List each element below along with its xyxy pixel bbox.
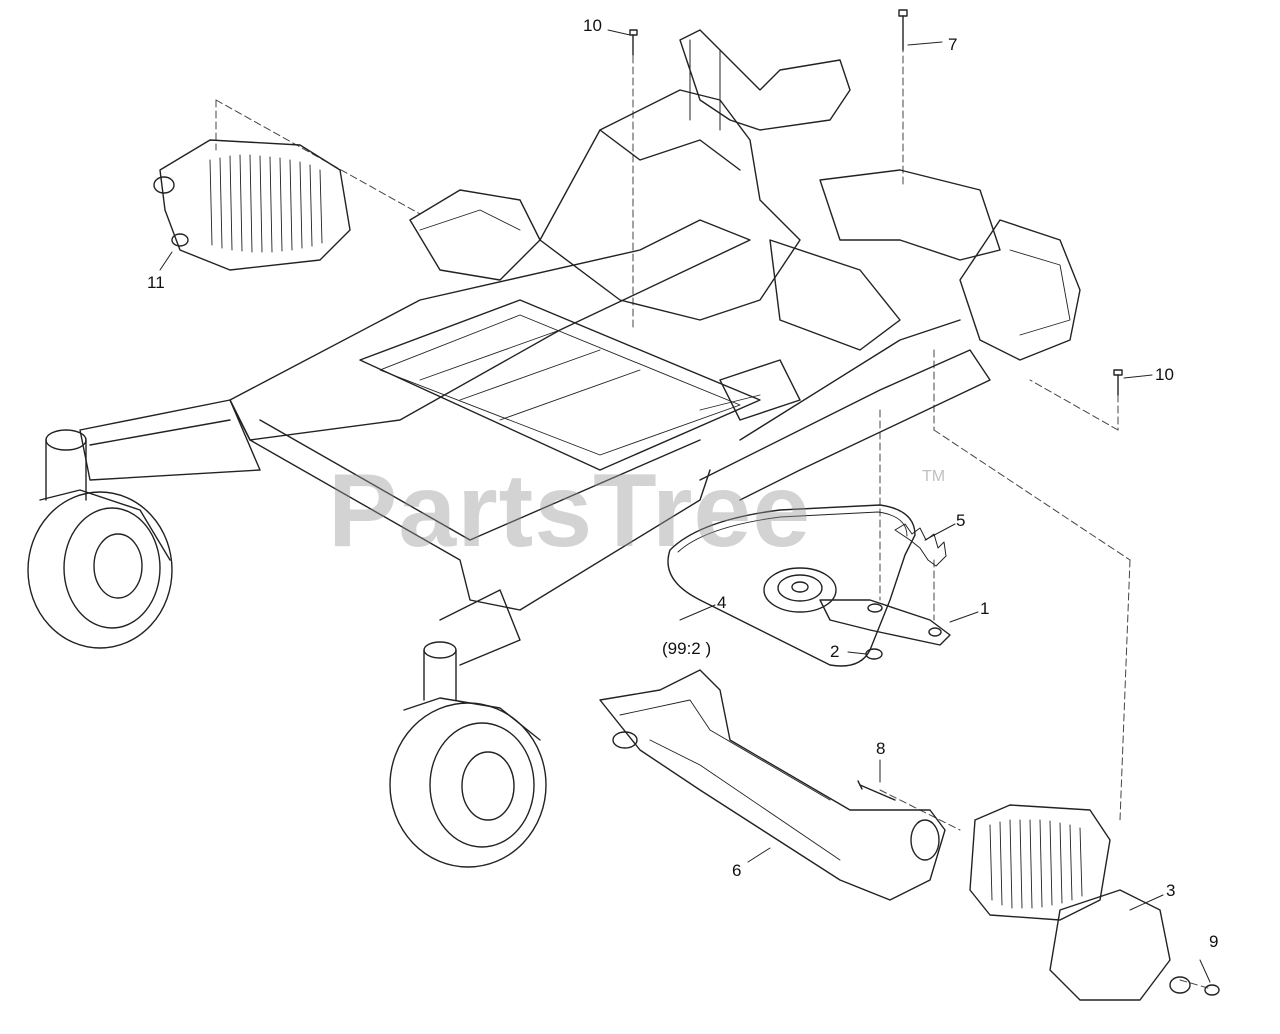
front-right-caster-wheel — [389, 697, 547, 868]
callout-10-top: 10 — [583, 16, 602, 35]
callout-10-right: 10 — [1155, 365, 1174, 384]
hydro-transmission-right — [969, 804, 1191, 1001]
hydro-transmission-left — [153, 139, 351, 271]
callout-2: 2 — [830, 642, 840, 661]
callout-11: 11 — [147, 273, 165, 292]
idler-pulley-assembly — [763, 567, 951, 646]
callout-9: 9 — [1209, 932, 1219, 951]
bolt-item-10-top — [629, 29, 638, 56]
front-left-caster-wheel — [27, 489, 173, 649]
nut-item-9 — [1204, 984, 1220, 996]
bolt-item-7 — [898, 9, 908, 51]
callout-5: 5 — [956, 511, 966, 530]
extension-spring — [894, 523, 947, 567]
callout-6: 6 — [732, 861, 742, 880]
partstree-watermark: PartsTree — [328, 453, 812, 569]
bolt-item-8 — [857, 780, 896, 801]
trademark-symbol: TM — [922, 468, 946, 485]
callout-4: 4 — [717, 593, 727, 612]
mower-frame — [45, 29, 1081, 701]
callout-7: 7 — [948, 35, 958, 54]
callout-4-subtitle: (99:2 ) — [662, 639, 712, 658]
callout-1: 1 — [980, 599, 990, 618]
callout-8: 8 — [876, 739, 886, 758]
callout-leader-lines — [159, 29, 1211, 983]
pump-mount-bracket — [599, 669, 946, 901]
callout-3: 3 — [1166, 881, 1176, 900]
bolt-item-10-right — [1113, 369, 1123, 396]
drive-belt — [667, 504, 916, 667]
